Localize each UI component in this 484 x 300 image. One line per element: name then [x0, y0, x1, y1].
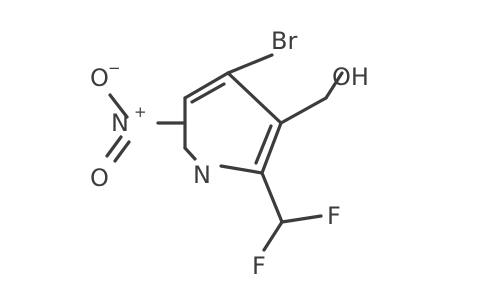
- atom-n-nitro: N: [111, 109, 129, 137]
- bond-c4-c5: [183, 71, 230, 100]
- bond-nitro-o-bottom-2: [113, 140, 131, 163]
- bond-n-c2: [219, 164, 264, 175]
- atom-f-bottom: F: [252, 252, 266, 280]
- bond-c2-c3-inner: [254, 124, 273, 165]
- bond-chf2-f-right: [280, 214, 323, 224]
- atom-br: Br: [271, 27, 297, 55]
- bond-c4-br: [226, 53, 274, 75]
- charge-minus: −: [108, 59, 121, 77]
- atom-n-ring: N: [193, 161, 211, 189]
- bond-nitro-o-bottom-1: [105, 135, 123, 158]
- bond-c3-ch2: [279, 96, 328, 125]
- bond-nitro-o-top: [108, 93, 129, 119]
- bond-ch2-o: [324, 71, 344, 100]
- bond-chf2-f-bottom: [262, 220, 284, 252]
- bond-c6-n: [183, 146, 197, 161]
- bond-c2-chf2: [260, 171, 284, 224]
- atom-f-right: F: [327, 202, 341, 230]
- bond-c3-c4: [226, 71, 283, 125]
- atom-oh: OH: [332, 63, 369, 91]
- bond-c4-c5-inner: [190, 82, 226, 104]
- atom-o-bottom: O: [90, 164, 109, 192]
- bond-c2-c3: [260, 121, 283, 175]
- charge-plus: +: [134, 103, 147, 121]
- atom-o-top: O: [90, 64, 109, 92]
- pyridine-ring: [183, 71, 283, 175]
